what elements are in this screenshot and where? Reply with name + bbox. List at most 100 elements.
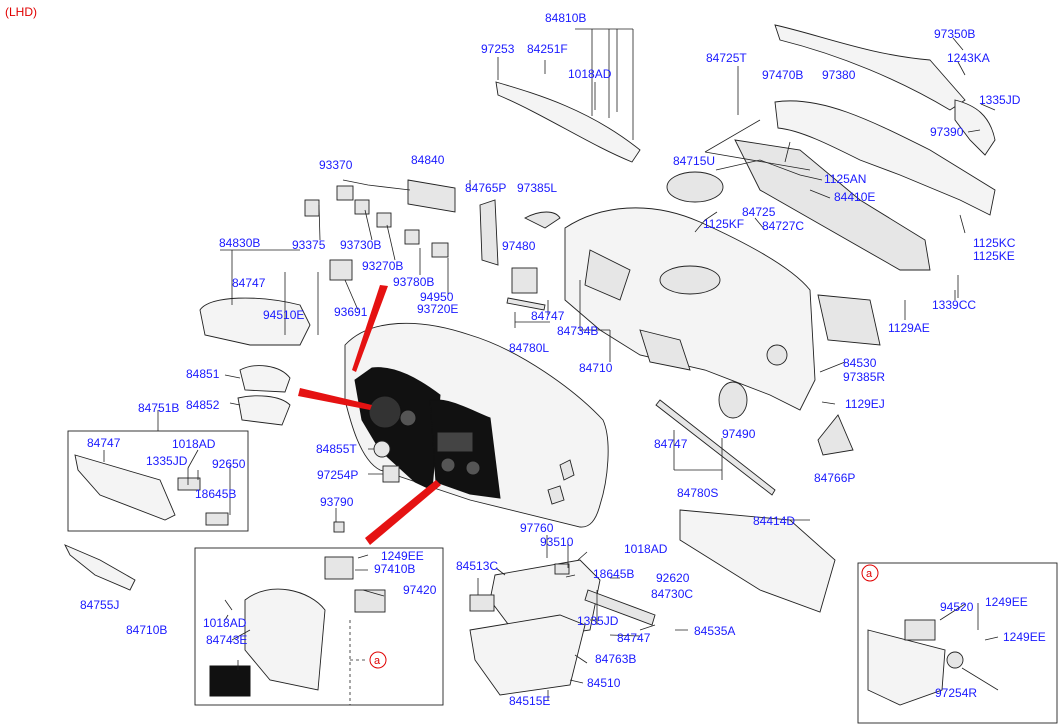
label-1125KC: 1125KC (973, 236, 1016, 250)
label-97420: 97420 (403, 583, 437, 597)
glove-box-door (469, 614, 586, 696)
label-1243KA: 1243KA (947, 51, 990, 65)
label-84810B: 84810B (545, 11, 586, 25)
side-vent-right (718, 381, 748, 419)
label-84765P: 84765P (465, 181, 506, 195)
pointer-wedge-2 (298, 388, 372, 410)
callout-marker-a: a (374, 655, 381, 667)
label-94950: 94950 (420, 290, 454, 304)
label-97380: 97380 (822, 68, 856, 82)
dashboard-frame (564, 207, 816, 411)
label-97760: 97760 (520, 521, 554, 535)
label-1335JD-glove: 1335JD (577, 614, 619, 628)
label-84766P: 84766P (814, 471, 855, 485)
label-1335JD: 1335JD (979, 93, 1021, 107)
defroster-duct (774, 24, 966, 111)
label-84747-cluster: 84747 (232, 276, 266, 290)
label-84747-glove: 84747 (617, 631, 651, 645)
label-97253: 97253 (481, 42, 515, 56)
label-84747-lower: 84747 (87, 436, 121, 450)
label-93510: 93510 (540, 535, 574, 549)
label-84780S: 84780S (677, 486, 718, 500)
label-1018AD-glove: 1018AD (624, 542, 668, 556)
glove-box-pad (469, 594, 495, 612)
leader-lines (103, 28, 999, 700)
callout-circle-a (369, 651, 387, 669)
center-bracket (817, 294, 881, 346)
label-1339CC: 1339CC (932, 298, 976, 312)
label-18645B-glove: 18645B (593, 567, 634, 581)
label-92620: 92620 (656, 571, 690, 585)
label-93780B: 93780B (393, 275, 434, 289)
label-84513C: 84513C (456, 559, 498, 573)
label-1125KF: 1125KF (703, 217, 744, 231)
pointer-wedge-3 (365, 480, 441, 545)
dashboard-panel (344, 322, 609, 528)
label-93370: 93370 (319, 158, 353, 172)
label-84743E: 84743E (206, 633, 247, 647)
label-84747-garnish: 84747 (654, 437, 688, 451)
label-84747-vent: 84747 (531, 309, 565, 323)
label-97490: 97490 (722, 427, 756, 441)
label-1129EJ: 1129EJ (845, 397, 885, 411)
side-cover-left (479, 199, 499, 266)
detail-a-box (857, 562, 1058, 724)
label-1018AD-lower: 1018AD (172, 437, 216, 451)
label-84410E: 84410E (834, 190, 875, 204)
label-84710B: 84710B (126, 623, 167, 637)
label-84715U: 84715U (673, 154, 715, 168)
label-84510: 84510 (587, 676, 621, 690)
center-vent-left (511, 267, 538, 294)
label-84730C: 84730C (651, 587, 693, 601)
switch-group (304, 179, 456, 281)
speaker-cover (666, 171, 724, 203)
label-1018AD-center: 1018AD (203, 616, 247, 630)
label-97385L: 97385L (517, 181, 557, 195)
fuse-cover (177, 477, 201, 491)
label-97254R: 97254R (935, 686, 977, 700)
storage-tray (209, 665, 251, 697)
detail-a-switch (904, 619, 936, 641)
label-97350B: 97350B (934, 27, 975, 41)
label-97480: 97480 (502, 239, 536, 253)
label-84251F: 84251F (527, 42, 568, 56)
glove-box-lamp (554, 563, 570, 575)
label-84734B: 84734B (557, 324, 598, 338)
label-1125KE: 1125KE (973, 249, 1015, 263)
knee-bolster-bracket (64, 544, 136, 591)
label-97390: 97390 (930, 125, 964, 139)
label-84535A: 84535A (694, 624, 735, 638)
label-94510E: 94510E (263, 308, 304, 322)
crash-pad-upper-cover (495, 81, 641, 163)
label-97470B: 97470B (762, 68, 803, 82)
shroud-upper (239, 365, 291, 393)
side-vent-duct (954, 99, 996, 156)
label-1249EE-detail-top: 1249EE (985, 595, 1028, 609)
coin-tray (205, 512, 229, 526)
label-84852: 84852 (186, 398, 220, 412)
hazard-switch (333, 521, 345, 533)
label-93375: 93375 (292, 238, 326, 252)
label-92650: 92650 (212, 457, 246, 471)
label-84763B: 84763B (595, 652, 636, 666)
label-93691: 93691 (334, 305, 368, 319)
label-84414D: 84414D (753, 514, 795, 528)
pointer-wedge-1 (352, 285, 388, 372)
label-97385R: 97385R (843, 370, 885, 384)
label-84755J: 84755J (80, 598, 119, 612)
glove-box-garnish (584, 589, 656, 626)
center-facia-box (194, 547, 444, 706)
label-97254P: 97254P (317, 468, 358, 482)
label-1129AE: 1129AE (888, 321, 930, 335)
label-84727C: 84727C (762, 219, 804, 233)
label-84830B: 84830B (219, 236, 260, 250)
side-cover-right (817, 414, 854, 456)
label-93730B: 93730B (340, 238, 381, 252)
label-84855T: 84855T (316, 442, 357, 456)
air-duct (774, 100, 996, 216)
label-93270B: 93270B (362, 259, 403, 273)
label-1249EE-center: 1249EE (381, 549, 424, 563)
label-84710: 84710 (579, 361, 613, 375)
garnish-left-strip (506, 297, 546, 311)
